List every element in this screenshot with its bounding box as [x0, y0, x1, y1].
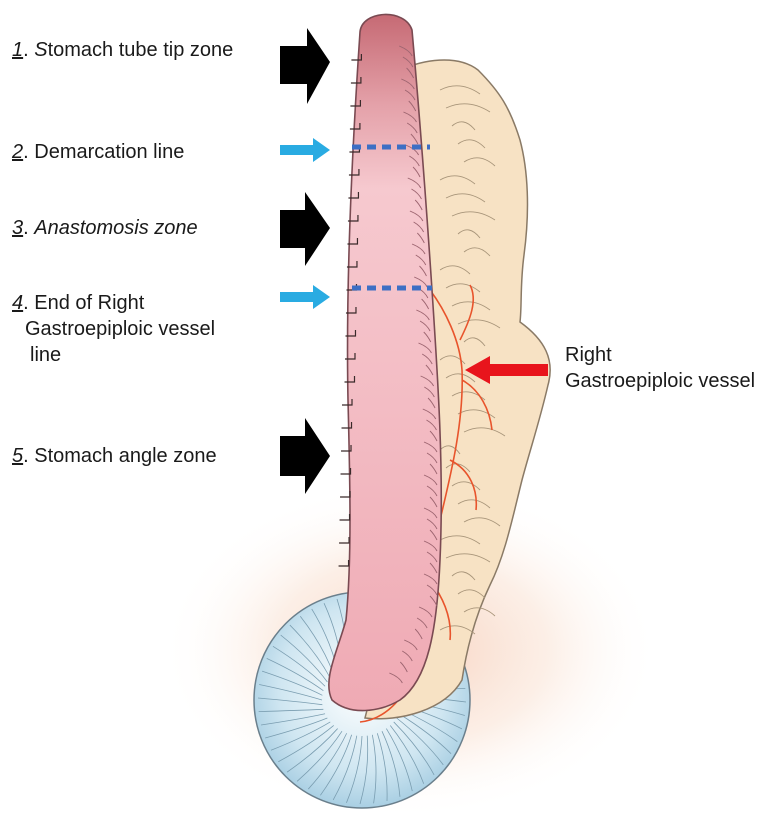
zone-arrow-1 — [280, 28, 330, 104]
label-stomach-tube-tip-zone: 1. Stomach tube tip zone — [12, 38, 233, 63]
label-stomach-angle-zone: 5. Stomach angle zone — [12, 444, 217, 469]
line-arrow-2 — [280, 138, 330, 162]
label-demarcation-line: 2. Demarcation line — [12, 140, 184, 165]
label-end-of-right-gastroepiploic-vessel-line: 4. End of Right Gastroepiploic vessel li… — [12, 290, 215, 368]
zone-arrow-3 — [280, 192, 330, 266]
label-right-gastroepiploic-vessel: Right Gastroepiploic vessel — [565, 342, 755, 394]
zone-arrow-5 — [280, 418, 330, 494]
label-anastomosis-zone: 3. Anastomosis zone — [12, 216, 198, 241]
line-arrow-4 — [280, 285, 330, 309]
